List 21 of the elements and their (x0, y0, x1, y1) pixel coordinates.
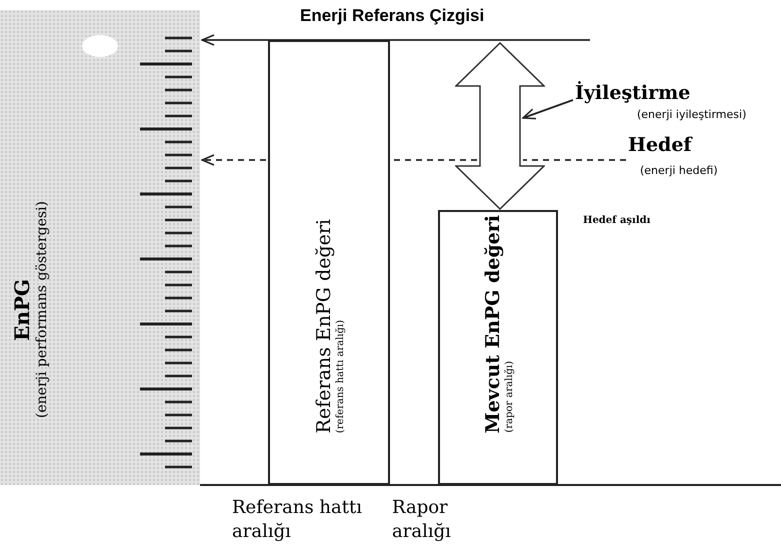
bar-label: Referans EnPG değeri (312, 218, 334, 433)
reference-arrow (201, 34, 590, 46)
axis-title: EnPG (10, 279, 34, 341)
bar-sublabel: (referans hattı aralığı) (334, 320, 346, 433)
note-heading: İyileştirme (575, 82, 690, 104)
text-label: Rapor aralığı (392, 496, 452, 544)
bar-sublabel: (rapor aralığı) (504, 361, 514, 433)
edge-label: Enerji Referans Çizgisi (300, 6, 484, 26)
note-heading: Hedef (628, 134, 692, 156)
double-arrow (455, 42, 545, 210)
bar (268, 40, 390, 485)
axis-subtitle: (enerji performans göstergesi) (34, 201, 50, 419)
text-label: Referans hattı aralığı (232, 496, 363, 544)
note-text: (enerji iyileştirmesi) (637, 108, 746, 121)
bar-label: Mevcut EnPG değeri (482, 214, 504, 433)
dashed-arrow (201, 154, 266, 166)
ruler-scale (0, 10, 200, 485)
text-label: Hedef aşıldı (583, 215, 650, 226)
bar (438, 210, 558, 485)
leader-line (522, 99, 574, 120)
note-text: (enerji hedefi) (640, 164, 718, 177)
